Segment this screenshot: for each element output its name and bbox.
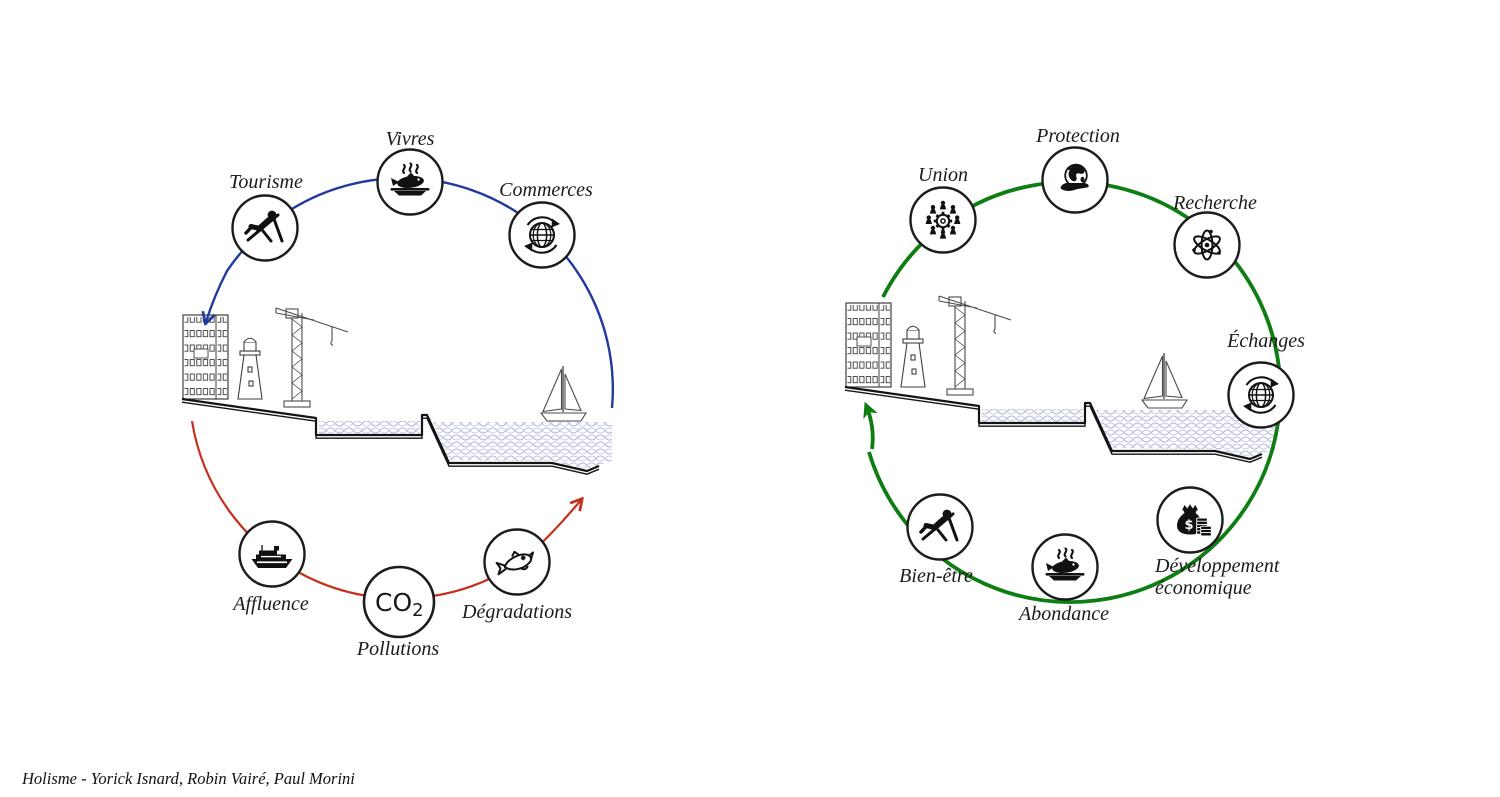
node-commerces: Commerces <box>499 179 593 269</box>
node-pollutions: CO2 Pollutions <box>356 565 439 660</box>
node-recherche: Recherche <box>1172 192 1257 279</box>
node-label: Abondance <box>1017 603 1109 625</box>
node-degradations: Dégradations <box>461 528 572 623</box>
harbor-right <box>843 294 1277 464</box>
node-label: Bien-être <box>899 565 973 587</box>
node-label: Pollutions <box>356 638 439 660</box>
node-abondance: Abondance <box>1017 533 1109 625</box>
node-circle <box>362 565 436 639</box>
node-protection: Protection <box>1035 125 1120 214</box>
cycle-positive: Union Protection Recherche Échanges Déve… <box>843 125 1305 625</box>
node-echanges: Échanges <box>1226 329 1305 429</box>
cycle-negative: Tourisme Vivres Commerces Affluence CO2 … <box>180 128 614 660</box>
node-bien-etre: Bien-être <box>899 493 974 587</box>
node-label: Commerces <box>499 179 593 201</box>
globe-trade-icon <box>523 216 561 254</box>
node-circle <box>906 493 974 561</box>
co2-icon: CO2 <box>375 588 424 621</box>
node-label-line2: économique <box>1155 577 1252 599</box>
node-label: Affluence <box>231 593 309 615</box>
harbor-left <box>180 306 614 476</box>
node-vivres: Vivres <box>376 128 444 216</box>
node-union: Union <box>909 164 977 254</box>
node-label: Vivres <box>386 128 435 150</box>
node-label: Union <box>918 164 968 186</box>
node-tourisme: Tourisme <box>229 171 303 262</box>
caption: Holisme - Yorick Isnard, Robin Vairé, Pa… <box>21 769 355 788</box>
node-developpement-economique: Développement économique <box>1154 486 1280 599</box>
node-label: Protection <box>1035 125 1120 147</box>
node-label: Tourisme <box>229 171 303 193</box>
node-label: Dégradations <box>461 601 572 623</box>
node-label: Échanges <box>1226 329 1305 352</box>
node-label: Recherche <box>1172 192 1257 214</box>
node-circle <box>909 186 977 254</box>
node-label-line1: Développement <box>1154 555 1280 577</box>
node-circle <box>231 194 299 262</box>
sailboat-right <box>1141 352 1188 409</box>
virtuous-circle-arrow <box>863 401 878 450</box>
globe-trade-icon <box>1242 376 1280 414</box>
node-affluence: Affluence <box>231 520 309 615</box>
sailboat-left <box>540 365 587 422</box>
